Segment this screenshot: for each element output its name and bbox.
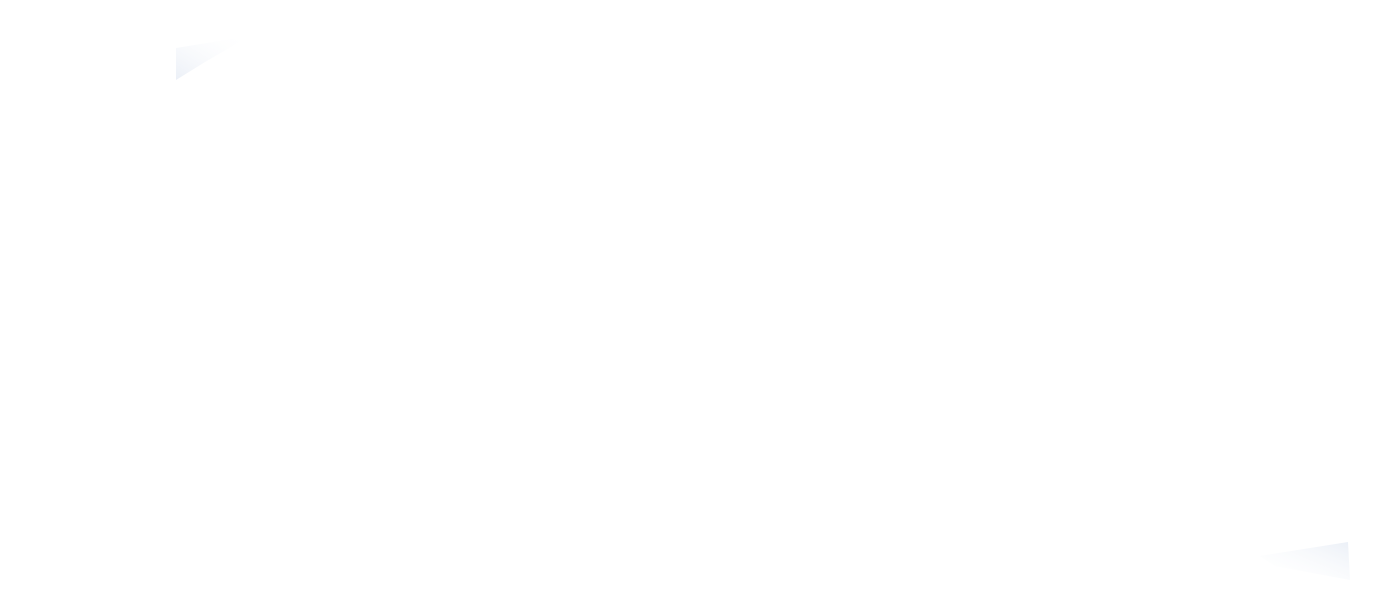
top-left-streak — [176, 36, 250, 80]
bottom-right-streak — [1260, 542, 1350, 580]
